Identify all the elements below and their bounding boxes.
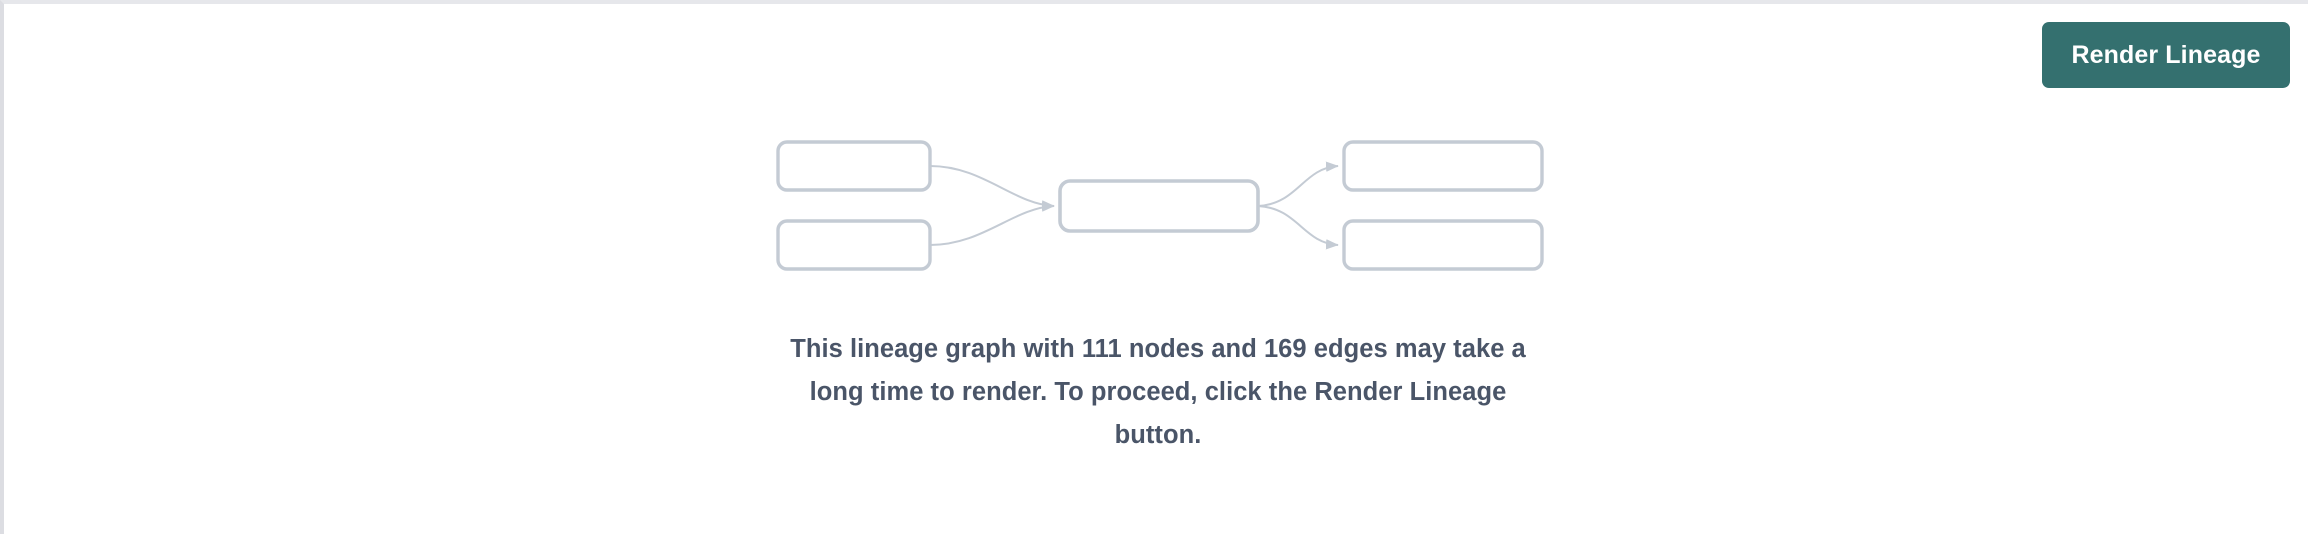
edge-upstream-1-to-focus [929,165,1055,211]
lineage-toolbar: Render Lineage [4,4,2308,114]
edge-upstream-2-to-focus [929,201,1055,246]
graph-placeholder-icon [776,140,1544,271]
lineage-warning-message: This lineage graph with 111 nodes and 16… [790,335,1526,449]
placeholder-graph-illustration [768,132,1558,282]
edge-focus-to-downstream-2 [1257,205,1339,250]
placeholder-node-upstream-2 [776,219,932,271]
placeholder-node-downstream-1 [1342,140,1544,192]
placeholder-node-downstream-2 [1342,219,1544,271]
placeholder-node-upstream-1 [776,140,932,192]
placeholder-node-focus [1058,179,1260,233]
edge-focus-to-downstream-1 [1257,161,1339,207]
lineage-empty-state: This lineage graph with 111 nodes and 16… [4,4,2308,538]
render-lineage-button[interactable]: Render Lineage [2042,22,2290,88]
